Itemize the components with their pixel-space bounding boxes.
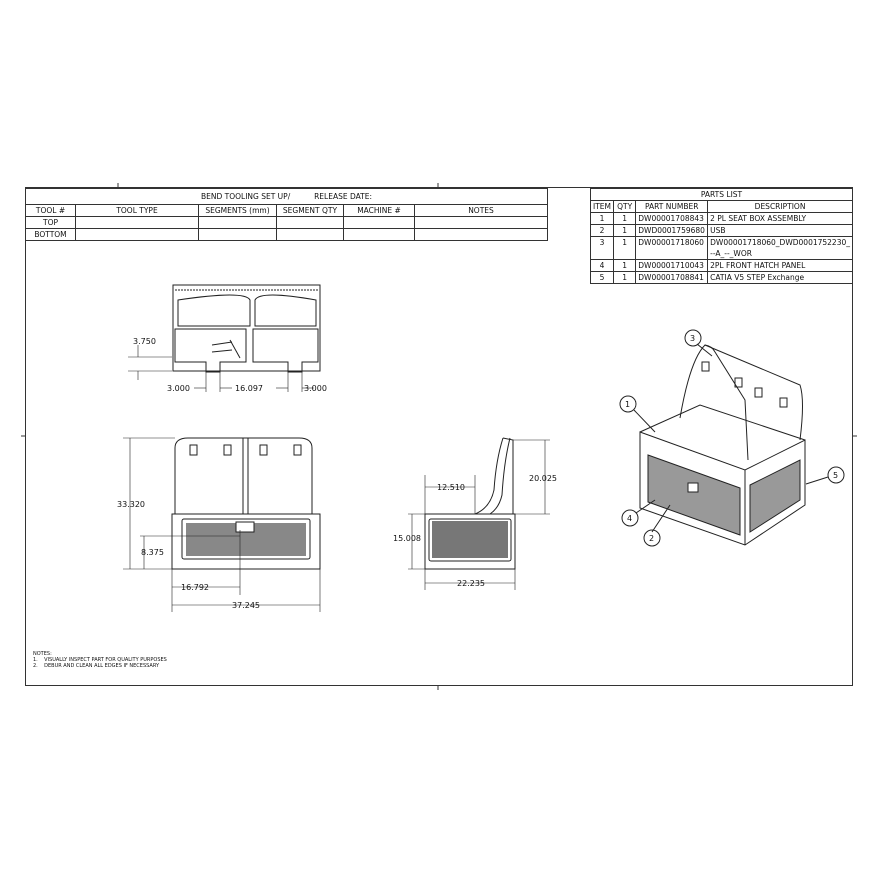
dim-box-height: 15.008 — [393, 534, 421, 543]
parts-title-row: PARTS LIST — [590, 188, 853, 201]
col-header: PART NUMBER — [635, 200, 709, 213]
note-item: 1. VISUALLY INSPECT PART FOR QUALITY PUR… — [33, 657, 167, 663]
parts-header-row: ITEM QTY PART NUMBER DESCRIPTION — [589, 200, 853, 213]
balloon-1: 1 — [625, 400, 630, 409]
balloon-2: 2 — [649, 534, 654, 543]
dim-usb-offset: 16.792 — [181, 583, 209, 592]
item: 3 — [589, 236, 615, 260]
notes-title: NOTES: — [33, 651, 52, 657]
release-date-label: RELEASE DATE: — [314, 192, 372, 201]
dim-top-right: 3.000 — [304, 384, 327, 393]
dim-front-height: 33.320 — [117, 500, 145, 509]
part-number: DW00001710043 — [635, 259, 709, 272]
item: 4 — [589, 259, 615, 272]
col-header: MACHINE # — [343, 204, 415, 217]
item: 5 — [589, 271, 615, 284]
col-header: NOTES — [414, 204, 548, 217]
dim-front-width: 37.245 — [232, 601, 260, 610]
bend-title-row: BEND TOOLING SET UP/ RELEASE DATE: — [25, 188, 548, 205]
qty: 1 — [613, 271, 637, 284]
dim-side-depth: 22.235 — [457, 579, 485, 588]
dim-top-left: 3.000 — [167, 384, 190, 393]
description: USB — [707, 224, 853, 237]
qty: 1 — [613, 212, 637, 225]
dim-usb-height: 8.375 — [141, 548, 164, 557]
part-number: DWD0001759680 — [635, 224, 709, 237]
parts-list-title: PARTS LIST — [590, 188, 853, 201]
bend-header-row: TOOL # TOOL TYPE SEGMENTS (mm) SEGMENT Q… — [25, 204, 548, 217]
dim-top-middle: 16.097 — [235, 384, 263, 393]
col-header: TOOL # — [25, 204, 76, 217]
balloon-4: 4 — [627, 514, 632, 523]
description: 2PL FRONT HATCH PANEL — [707, 259, 853, 272]
item: 2 — [589, 224, 615, 237]
qty: 1 — [613, 224, 637, 237]
col-header: TOOL TYPE — [75, 204, 199, 217]
col-header: DESCRIPTION — [707, 200, 853, 213]
parts-list-table: PARTS LIST ITEM QTY PART NUMBER DESCRIPT… — [589, 188, 853, 284]
dim-back-height: 20.025 — [529, 474, 557, 483]
col-header: ITEM — [589, 200, 615, 213]
drawing-frame — [25, 187, 853, 686]
dim-top-height: 3.750 — [133, 337, 156, 346]
bend-title: BEND TOOLING SET UP/ — [200, 192, 291, 201]
qty: 1 — [613, 259, 637, 272]
description: 2 PL SEAT BOX ASSEMBLY — [707, 212, 853, 225]
balloon-5: 5 — [833, 471, 838, 480]
col-header: SEGMENT QTY — [276, 204, 344, 217]
qty: 1 — [613, 236, 637, 260]
part-number: DW00001708843 — [635, 212, 709, 225]
isometric-view — [619, 329, 845, 547]
note-item: 2. DEBUR AND CLEAN ALL EDGES IF NECESSAR… — [33, 663, 160, 669]
table-row: BOTTOM — [25, 228, 548, 241]
description-line: DW00001718060_DWD0001752230_ — [710, 238, 850, 247]
balloon-3: 3 — [690, 334, 695, 343]
part-number: DW00001708841 — [635, 271, 709, 284]
row-label: TOP — [25, 216, 76, 229]
description: CATIA V5 STEP Exchange — [707, 271, 853, 284]
col-header: SEGMENTS (mm) — [198, 204, 277, 217]
dim-seat-depth: 12.510 — [437, 483, 465, 492]
front-view — [123, 437, 321, 612]
item: 1 — [589, 212, 615, 225]
col-header: QTY — [613, 200, 637, 213]
top-view — [128, 284, 321, 392]
bend-tooling-table: BEND TOOLING SET UP/ RELEASE DATE: TOOL … — [25, 188, 548, 241]
table-row: TOP — [25, 216, 548, 229]
row-label: BOTTOM — [25, 228, 76, 241]
side-view — [408, 437, 550, 590]
description-line: --A_--_WOR — [710, 249, 752, 258]
description: DW00001718060_DWD0001752230_ --A_--_WOR — [707, 236, 853, 260]
part-number: DW00001718060 — [635, 236, 709, 260]
notes: NOTES: 1. VISUALLY INSPECT PART FOR QUAL… — [33, 651, 167, 669]
